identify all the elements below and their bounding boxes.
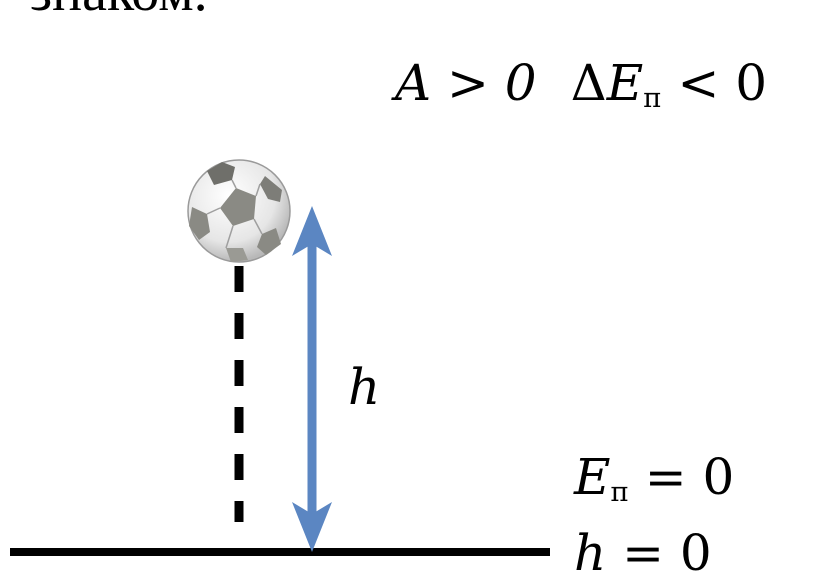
energy-subscript: п [643, 81, 662, 114]
ground-height-variable: h [574, 524, 607, 580]
height-double-arrow [292, 206, 332, 552]
cut-off-heading-text: знаком. [30, 0, 208, 20]
ground-energy-equation: Eп = 0 [574, 452, 734, 506]
ground-height-relation: = 0 [606, 524, 712, 580]
soccer-ball-icon [187, 159, 291, 263]
ground-height-equation: h = 0 [574, 528, 712, 578]
energy-variable: E [606, 54, 644, 112]
ground-energy-relation: = 0 [628, 448, 735, 506]
energy-inequality-relation: < 0 [661, 54, 768, 112]
work-inequality: A > 0 [395, 54, 537, 112]
height-label: h [348, 358, 381, 416]
ground-energy-subscript: п [610, 475, 629, 508]
ground-energy-variable: E [574, 448, 611, 506]
delta-symbol: Δ [570, 54, 607, 112]
